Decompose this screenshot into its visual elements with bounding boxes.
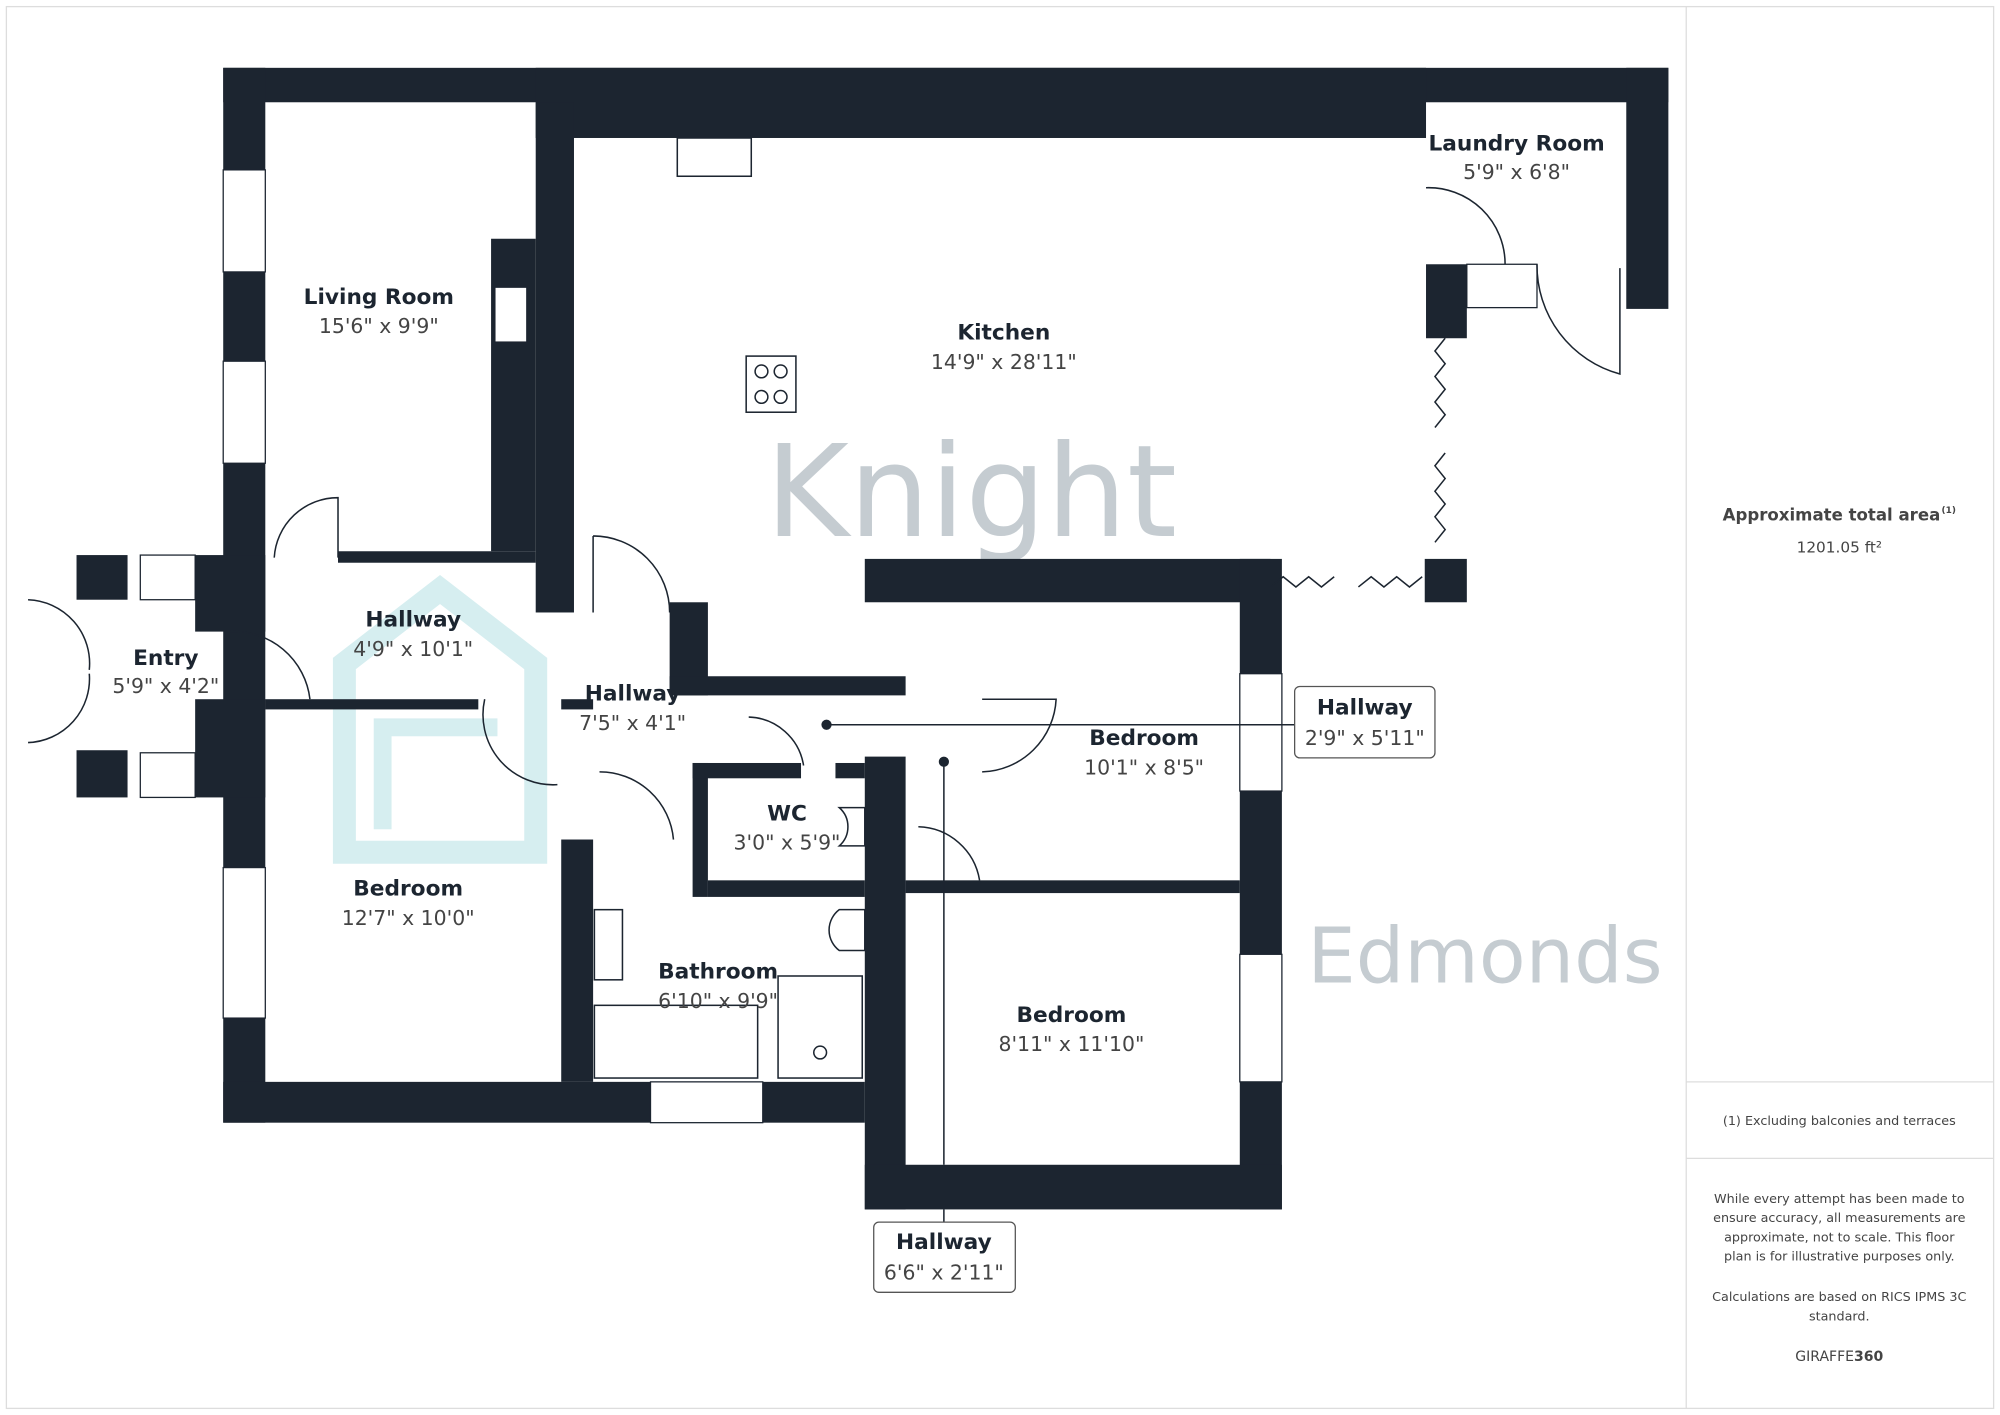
svg-text:5'9" x 6'8": 5'9" x 6'8" (1463, 160, 1570, 184)
svg-text:Bedroom: Bedroom (353, 877, 463, 902)
svg-text:Bedroom: Bedroom (1017, 1003, 1127, 1028)
fixtures (28, 137, 1621, 1223)
svg-text:10'1" x 8'5": 10'1" x 8'5" (1084, 755, 1204, 779)
brand-logo: GIRAFFE360 (1795, 1349, 1883, 1365)
room-bedroom-2: Bedroom 12'7" x 10'0" (342, 877, 475, 930)
svg-text:Kitchen: Kitchen (957, 321, 1050, 346)
svg-text:While every attempt has been m: While every attempt has been made to (1714, 1192, 1965, 1207)
windows (139, 169, 1538, 1124)
svg-text:Entry: Entry (133, 646, 198, 671)
room-hallway-3: Hallway 2'9" x 5'11" (1294, 685, 1436, 759)
walls (76, 67, 1669, 1210)
watermark-logo: Knight Edmonds (332, 419, 1663, 1001)
area-summary: Approximate total area(1) 1201.05 ft² (1723, 506, 1956, 557)
svg-text:7'5" x 4'1": 7'5" x 4'1" (579, 711, 686, 735)
svg-text:Bathroom: Bathroom (658, 960, 778, 985)
svg-text:4'9" x 10'1": 4'9" x 10'1" (353, 637, 473, 661)
footnote: (1) Excluding balconies and terraces (1723, 1114, 1956, 1129)
room-bedroom-1: Bedroom 10'1" x 8'5" (1084, 726, 1204, 779)
area-title-line: Approximate total area(1) (1723, 506, 1956, 525)
svg-text:15'6" x 9'9": 15'6" x 9'9" (319, 314, 439, 338)
svg-text:standard.: standard. (1809, 1309, 1870, 1324)
room-entry: Entry 5'9" x 4'2" (112, 646, 219, 698)
svg-text:Hallway: Hallway (585, 681, 681, 706)
watermark-line2: Edmonds (1307, 912, 1662, 1001)
svg-text:Bedroom: Bedroom (1089, 726, 1199, 751)
room-hallway-1: Hallway 4'9" x 10'1" (353, 608, 473, 661)
room-hallway-4: Hallway 6'6" x 2'11" (873, 1221, 1016, 1293)
area-title: Approximate total area (1723, 506, 1941, 525)
svg-text:plan is for illustrative purpo: plan is for illustrative purposes only. (1724, 1249, 1955, 1264)
svg-text:Hallway: Hallway (365, 608, 461, 633)
room-living-room: Living Room 15'6" x 9'9" (304, 285, 454, 338)
svg-text:Calculations are based on RICS: Calculations are based on RICS IPMS 3C (1712, 1290, 1966, 1305)
svg-text:3'0" x 5'9": 3'0" x 5'9" (734, 831, 841, 855)
svg-text:6'6" x 2'11": 6'6" x 2'11" (884, 1261, 1004, 1285)
svg-text:8'11" x 11'10": 8'11" x 11'10" (999, 1032, 1145, 1056)
svg-text:WC: WC (767, 801, 807, 826)
svg-text:Hallway: Hallway (1317, 696, 1413, 721)
svg-text:12'7" x 10'0": 12'7" x 10'0" (342, 906, 475, 930)
svg-text:approximate, not to scale. Thi: approximate, not to scale. This floor (1724, 1230, 1955, 1245)
room-bathroom: Bathroom 6'10" x 9'9" (658, 960, 778, 1013)
svg-text:ensure accuracy, all measureme: ensure accuracy, all measurements are (1713, 1211, 1966, 1226)
svg-text:6'10" x 9'9": 6'10" x 9'9" (658, 989, 778, 1013)
area-value: 1201.05 ft² (1797, 539, 1882, 557)
svg-text:Living Room: Living Room (304, 285, 454, 310)
watermark-line1: Knight (765, 419, 1177, 567)
disclaimer: While every attempt has been made to ens… (1712, 1192, 1966, 1324)
svg-text:2'9" x 5'11": 2'9" x 5'11" (1305, 726, 1425, 750)
room-bedroom-3: Bedroom 8'11" x 11'10" (999, 1003, 1145, 1056)
area-footnote-mark: (1) (1942, 506, 1956, 516)
svg-text:14'9" x 28'11": 14'9" x 28'11" (931, 350, 1077, 374)
svg-text:Hallway: Hallway (896, 1230, 992, 1255)
svg-text:Laundry Room: Laundry Room (1428, 132, 1604, 157)
room-hallway-2: Hallway 7'5" x 4'1" (579, 681, 686, 734)
room-wc: WC 3'0" x 5'9" (734, 801, 841, 854)
room-kitchen: Kitchen 14'9" x 28'11" (931, 321, 1077, 374)
svg-text:5'9" x 4'2": 5'9" x 4'2" (112, 674, 219, 698)
room-laundry: Laundry Room 5'9" x 6'8" (1428, 132, 1604, 184)
